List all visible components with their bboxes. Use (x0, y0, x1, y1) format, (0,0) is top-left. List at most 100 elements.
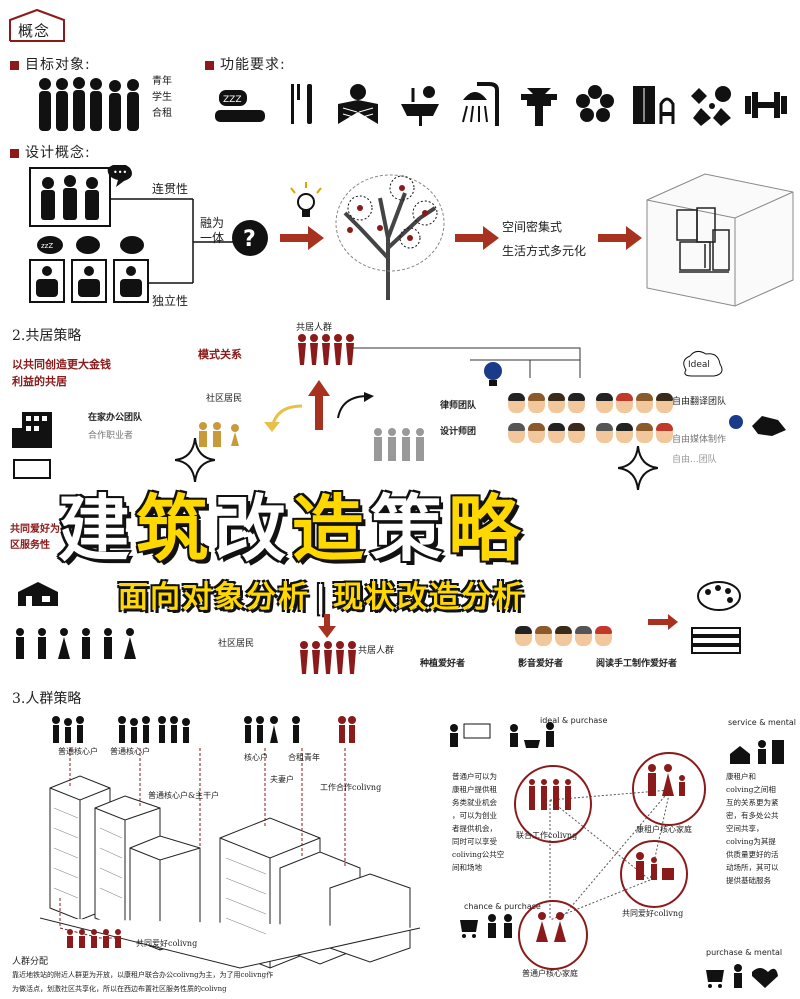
shared-hobby-people-icon (67, 929, 121, 948)
avatar (508, 423, 525, 443)
avatar (596, 393, 613, 413)
label-coworking: 工作合作colivng (320, 783, 382, 792)
office-building-icon (12, 412, 52, 448)
avatar (528, 393, 545, 413)
sparkle-icon (618, 446, 658, 490)
reading-craft-label: 阅读手工制作爱好者 (596, 659, 678, 669)
reading-icon (338, 84, 378, 124)
circle-ordinary (518, 900, 588, 970)
cohabit-bottom-label: 共居人群 (358, 646, 395, 656)
bullet-square (10, 148, 19, 158)
lawyer-faces (508, 393, 588, 417)
cooperation-label: 合作职业者 (88, 431, 134, 441)
function-icons-row: ZZZ (213, 82, 793, 130)
concept-people-boxes: ••• zzZ (29, 165, 194, 303)
concept-tab: 概念 (8, 8, 66, 42)
media-faces (596, 423, 676, 447)
label-ordinary-core-1: 普通核心户 (58, 747, 98, 756)
crowd-icons-row (52, 716, 356, 743)
circle-hobby-label: 共同爱好colivng (622, 909, 684, 918)
bullet-square (205, 60, 214, 70)
avatar (515, 626, 532, 646)
avatar (636, 423, 653, 443)
avatar (508, 393, 525, 413)
banner-char: 改 (213, 486, 293, 573)
independence-label: 独立性 (152, 294, 189, 308)
service-icons (730, 740, 784, 764)
distribution-text-2: 为做活点，划激社区共享化，所以在西边布置社区服务性质的colivng (12, 985, 227, 993)
family-people-icon (648, 764, 685, 796)
avatar (616, 423, 633, 443)
avatar (636, 393, 653, 413)
function-label: 功能要求: (220, 57, 286, 73)
avatar (596, 423, 613, 443)
banner-char: 筑 (135, 486, 215, 573)
banner-char: 造 (291, 486, 371, 573)
concept-title: 概念 (18, 22, 51, 40)
section2-left-heading: 以共同创造更大金钱 利益的共居 (12, 358, 111, 388)
subtitle-separator: | (315, 580, 329, 615)
freelance-media-label: 自由媒体制作 (672, 435, 727, 445)
svg-text:•••: ••• (113, 168, 127, 177)
palette-icon (697, 581, 741, 611)
question-icon: ? (232, 220, 268, 256)
ideal-purchase-label: ideal & purchase (540, 716, 608, 725)
bullet-square (10, 60, 19, 70)
designer-faces (508, 423, 588, 447)
svg-text:zzZ: zzZ (41, 242, 53, 250)
house-icon (18, 582, 58, 606)
dining-icon (291, 84, 312, 124)
ideal-label: Ideal (688, 360, 710, 370)
design-label: 设计概念: (25, 145, 91, 161)
service-mental-label: service & mental (728, 718, 797, 727)
hobby-people-icon (636, 852, 674, 880)
right-left-text: 普通户可以为 康租户提供租 务类就业机会 ，可以为创业 者提供机会， 同时可以享… (452, 772, 505, 872)
connector-line (193, 241, 233, 243)
target-shared-rent: 合租 (152, 108, 172, 119)
house-tab-icon (9, 8, 65, 42)
arrow-right-icon (598, 226, 642, 250)
circle-ordinary-label: 普通户核心家庭 (522, 969, 578, 978)
leisure-icon (691, 86, 731, 126)
section2-title: 2.共居策略 (12, 328, 82, 344)
banner-char: 建 (56, 486, 137, 573)
arrow-down-icon (318, 614, 336, 638)
isometric-buildings-illustration (40, 748, 421, 969)
circle-hobby (620, 840, 688, 908)
banner-char: 略 (447, 486, 527, 573)
flower-icon (576, 85, 614, 122)
label-core: 核心户 (244, 753, 268, 762)
avatar (616, 393, 633, 413)
table-icon (521, 88, 557, 126)
community-service-left: 共同爱好为 区服务性 (10, 524, 60, 551)
shopping-icons (460, 914, 512, 938)
wardrobe-icon (633, 86, 675, 124)
lifestyle-label: 生活方式多元化 (502, 244, 587, 258)
planting-label: 种植爱好者 (420, 659, 466, 669)
designer-label: 设计师团 (440, 427, 477, 437)
avatar (656, 393, 673, 413)
cohabit-top-label: 共居人群 (296, 323, 333, 333)
washbasin-icon (401, 86, 439, 126)
handshake-icon (729, 415, 786, 436)
building-cube-icon (646, 173, 794, 307)
books-icon (691, 627, 741, 654)
right-right-text: 康租户和 colving之间相 互的关系更为紧 密，有多处公共 空间共享， co… (726, 772, 779, 885)
label-ordinary-core-2: 普通核心户 (110, 747, 150, 756)
target-items: 青年 学生 合租 (152, 74, 172, 122)
target-label: 目标对象: (25, 57, 91, 73)
arrow-right-icon (455, 226, 499, 250)
avatar (568, 423, 585, 443)
distribution-title: 人群分配 (12, 957, 49, 967)
purchase-mental-label: purchase & mental (706, 948, 783, 957)
shower-icon (462, 82, 499, 126)
curved-arrow-black-icon (337, 392, 374, 419)
target-people-icon (39, 77, 139, 131)
arrow-up-icon (308, 380, 330, 430)
circle-family (632, 752, 706, 826)
teacher-students-icon (450, 722, 554, 748)
banner-char: 策 (369, 486, 449, 573)
circle-coworking-label: 联合工作colivng (516, 831, 578, 840)
purchase-icons (706, 964, 778, 988)
target-youth: 青年 (152, 76, 172, 87)
